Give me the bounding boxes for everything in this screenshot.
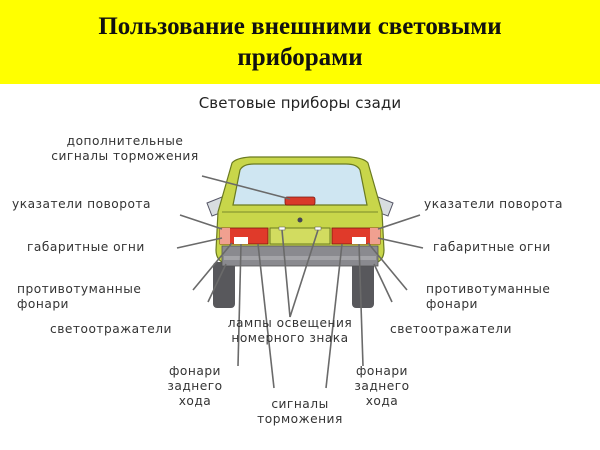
plate-lamp-right-icon [314,226,322,231]
label-plate-lamps: лампы освещения номерного знака [227,316,353,345]
rear-window [232,163,368,206]
tire-right-icon [352,262,374,308]
label-brake: сигналы торможения [257,397,343,426]
label-turn-right: указатели поворота [424,197,563,211]
label-reflector-left: светоотражатели [50,322,172,336]
plate-lamp-left-icon [278,226,286,231]
label-reflector-right: светоотражатели [390,322,512,336]
slide-title-bar: Пользование внешними световыми приборами [0,0,600,84]
extra-brake-light-icon [284,196,316,206]
diagram-heading: Световые приборы сзади [198,94,402,112]
tail-light-left-icon [219,227,269,245]
tire-left-icon [213,262,235,308]
label-reverse-left: фонари заднего хода [167,364,223,408]
label-position-right: габаритные огни [433,240,551,254]
label-fog-left: противотуманные фонари [17,282,142,311]
label-position-left: габаритные огни [27,240,145,254]
label-fog-right: противотуманные фонари [426,282,551,311]
slide-title-line-2: приборами [237,44,363,71]
label-extra-brake: дополнительные сигналы торможения [51,134,199,163]
tail-light-right-icon [331,227,381,245]
license-plate-area [269,227,331,245]
slide-title-line-1: Пользование внешними световыми [98,13,502,40]
leader-lines [176,175,424,389]
label-reverse-right: фонари заднего хода [354,364,410,408]
label-turn-left: указатели поворота [12,197,151,211]
